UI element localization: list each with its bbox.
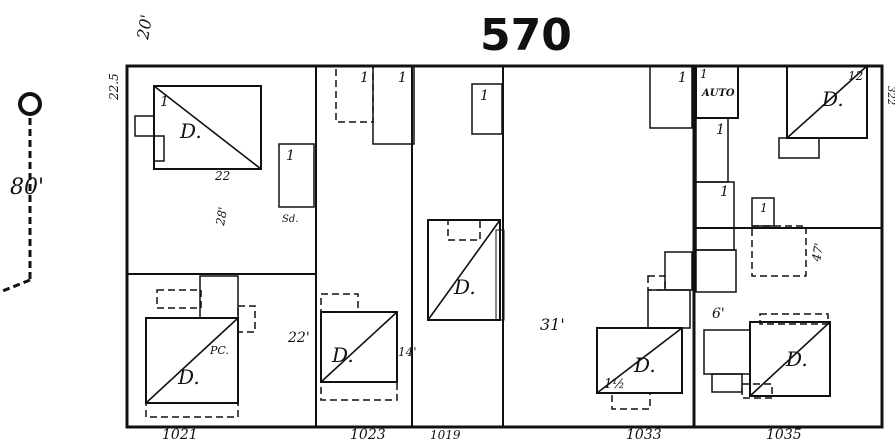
address-1021: 1021 bbox=[162, 427, 198, 439]
address-1035: 1035 bbox=[766, 427, 802, 439]
dwelling-label: D. bbox=[179, 119, 202, 143]
building-dwelling-lot5-top: D. 12 322 bbox=[778, 65, 895, 159]
address-1033: 1033 bbox=[626, 427, 662, 439]
building-dwelling-lot3: D. bbox=[427, 219, 505, 321]
address-1023: 1023 bbox=[350, 427, 386, 439]
dwelling-label: D. bbox=[785, 347, 808, 371]
dwelling-label: D. bbox=[821, 87, 844, 111]
street-dashed-diag bbox=[0, 278, 31, 294]
svg-text:1½: 1½ bbox=[604, 377, 625, 392]
building-shed-lot5: 1 47' bbox=[751, 197, 826, 277]
svg-text:1: 1 bbox=[160, 94, 169, 110]
svg-text:1: 1 bbox=[720, 184, 729, 200]
block-number: 570 bbox=[480, 10, 572, 61]
building-shed-lot3: 1 bbox=[471, 83, 503, 135]
dwelling-label: D. bbox=[177, 365, 200, 389]
svg-text:22': 22' bbox=[287, 330, 310, 346]
street-circle-icon bbox=[18, 92, 42, 116]
dwelling-label: D. bbox=[633, 353, 656, 377]
dwelling-label: D. bbox=[453, 275, 476, 299]
svg-text:12: 12 bbox=[848, 69, 863, 83]
building-dwelling-lot1-bottom: D. PC. 22' bbox=[145, 275, 310, 418]
building-auto-garage: AUTO 1 bbox=[695, 65, 739, 119]
dwelling-label: D. bbox=[331, 343, 354, 367]
dim-31: 31' bbox=[540, 315, 565, 334]
auto-label: AUTO bbox=[701, 88, 735, 99]
svg-text:1: 1 bbox=[700, 67, 708, 81]
svg-text:PC.: PC. bbox=[209, 344, 229, 357]
building-dwelling-lot4: D. 1½ bbox=[596, 251, 693, 410]
block-outline bbox=[125, 64, 884, 429]
building-ell-right: 1 1 6' bbox=[695, 117, 737, 322]
corner-label: 20' bbox=[133, 13, 156, 42]
svg-text:1: 1 bbox=[398, 70, 407, 86]
street-marker: 80' bbox=[0, 92, 44, 294]
svg-text:1: 1 bbox=[716, 122, 725, 138]
building-dwelling-lot1-top: D. 1 22 22.5 bbox=[107, 73, 262, 183]
building-outbuilding-lot2: 1 1 bbox=[335, 65, 415, 145]
svg-text:6': 6' bbox=[712, 306, 725, 322]
svg-text:14': 14' bbox=[398, 345, 417, 359]
svg-text:22.5: 22.5 bbox=[107, 73, 121, 101]
address-1019: 1019 bbox=[430, 428, 461, 439]
building-shed-lot4: 1 bbox=[649, 65, 693, 129]
svg-text:22: 22 bbox=[214, 169, 230, 183]
svg-text:1: 1 bbox=[286, 148, 295, 164]
svg-text:1: 1 bbox=[360, 70, 369, 86]
street-width-label: 80' bbox=[10, 175, 44, 200]
lot-addresses: 1021 1023 1019 1033 1035 bbox=[162, 427, 802, 439]
svg-text:47': 47' bbox=[809, 242, 826, 264]
building-dwelling-lot5-bottom: D. bbox=[703, 313, 831, 399]
svg-text:322: 322 bbox=[885, 86, 895, 105]
building-dwelling-lot2: D. 14' bbox=[320, 293, 417, 401]
svg-text:1: 1 bbox=[480, 88, 489, 104]
svg-text:1: 1 bbox=[678, 70, 687, 86]
svg-text:1: 1 bbox=[760, 201, 768, 215]
svg-text:Sd.: Sd. bbox=[282, 214, 298, 225]
dim-28: 28' bbox=[213, 206, 230, 228]
building-shed-lot1: 1 Sd. bbox=[278, 143, 315, 225]
